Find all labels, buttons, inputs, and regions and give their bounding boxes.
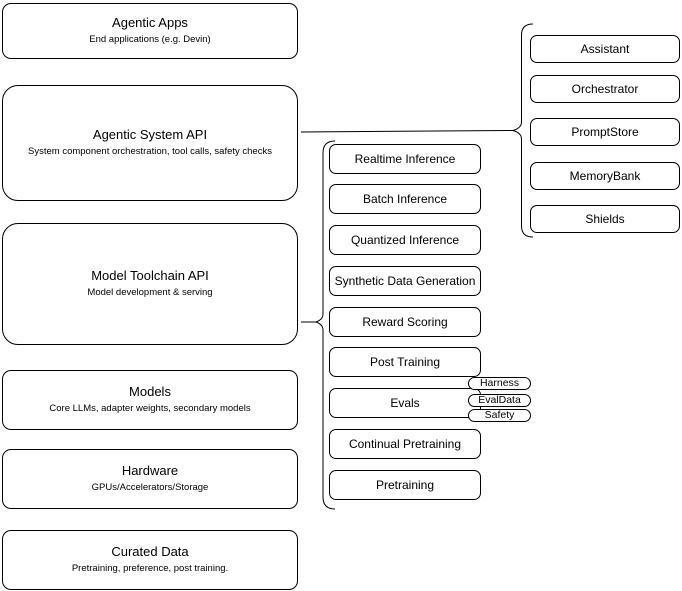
system-component-shields: Shields <box>530 205 680 233</box>
toolchain-component-pretraining: Pretraining <box>329 470 481 500</box>
toolchain-component-continual-pretraining: Continual Pretraining <box>329 429 481 459</box>
evals-component-safety: Safety <box>468 409 531 422</box>
layer-models: Models Core LLMs, adapter weights, secon… <box>2 370 298 430</box>
layer-title: Curated Data <box>111 544 189 560</box>
evals-component-evaldata: EvalData <box>468 394 531 407</box>
layer-subtitle: System component orchestration, tool cal… <box>28 146 272 158</box>
layer-subtitle: Model development & serving <box>87 287 213 299</box>
system-component-assistant: Assistant <box>530 35 680 63</box>
toolchain-component-quantized-inference: Quantized Inference <box>329 225 481 255</box>
system-component-promptstore: PromptStore <box>530 118 680 146</box>
toolchain-component-realtime-inference: Realtime Inference <box>329 144 481 174</box>
layer-hardware: Hardware GPUs/Accelerators/Storage <box>2 449 298 509</box>
toolchain-component-synthetic-data-generation: Synthetic Data Generation <box>329 266 481 296</box>
layer-title: Hardware <box>121 463 179 479</box>
layer-title: Agentic Apps <box>112 15 188 31</box>
layer-title: Agentic System API <box>92 127 208 143</box>
layer-subtitle: Pretraining, preference, post training. <box>71 563 229 575</box>
system-component-orchestrator: Orchestrator <box>530 75 680 103</box>
agentic-system-api-connector-line <box>300 130 514 133</box>
layer-subtitle: Core LLMs, adapter weights, secondary mo… <box>49 403 251 415</box>
toolchain-components-bracket <box>314 140 336 510</box>
system-component-memorybank: MemoryBank <box>530 162 680 190</box>
layer-title: Model Toolchain API <box>91 268 209 284</box>
layer-curated-data: Curated Data Pretraining, preference, po… <box>2 530 298 590</box>
evals-component-harness: Harness <box>468 377 531 390</box>
toolchain-component-batch-inference: Batch Inference <box>329 184 481 214</box>
layer-model-toolchain-api: Model Toolchain API Model development & … <box>2 223 298 345</box>
toolchain-component-post-training: Post Training <box>329 347 481 377</box>
toolchain-component-reward-scoring: Reward Scoring <box>329 307 481 337</box>
layer-subtitle: GPUs/Accelerators/Storage <box>91 482 209 494</box>
system-components-bracket <box>511 23 534 238</box>
toolchain-component-evals: Evals <box>329 388 481 418</box>
layer-subtitle: End applications (e.g. Devin) <box>89 34 211 46</box>
layer-agentic-system-api: Agentic System API System component orch… <box>2 85 298 201</box>
layer-title: Models <box>129 384 171 400</box>
layer-agentic-apps: Agentic Apps End applications (e.g. Devi… <box>2 3 298 59</box>
